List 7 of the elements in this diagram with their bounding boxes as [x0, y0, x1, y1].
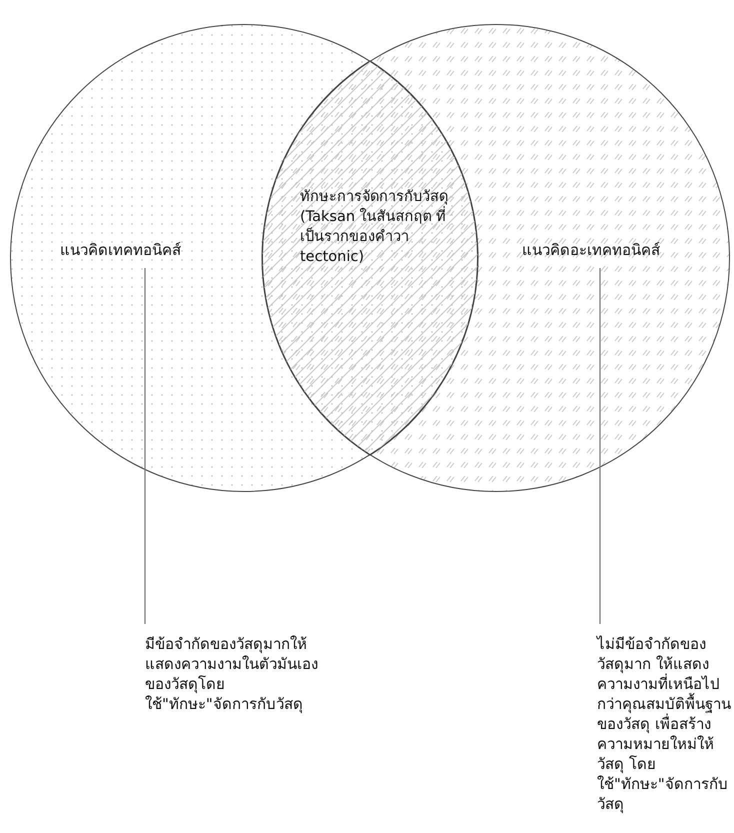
overlap-label: ทักษะการจัดการกับวัสดุ (Taksan ในสันสกฤต ที่เป็นรากของคำวา tectonic) — [300, 187, 465, 267]
note-text: มีข้อจำกัดของวัสดุมากให้แสดงความงามในตัวมันเองของวัสดุโดยใช้"ทักษะ"จัดการกับวัสดุ — [145, 634, 325, 714]
leader-line — [144, 268, 146, 624]
circle-label: แนวคิดเทคทอนิคส์ — [60, 240, 181, 260]
note-text: ไม่มีข้อจำกัดของวัสดุมาก ให้แสดงความงามที่เหนือไปกว่าคุณสมบัติพื้นฐานของวัสดุ เพื่อสร้างความหมายใหม่ให้วัสดุ โดยใช้"ทักษะ"จัดการกับวัสดุ — [597, 634, 732, 814]
circle-label: แนวคิดอะเทคทอนิคส์ — [522, 240, 660, 260]
leader-line — [599, 268, 601, 624]
